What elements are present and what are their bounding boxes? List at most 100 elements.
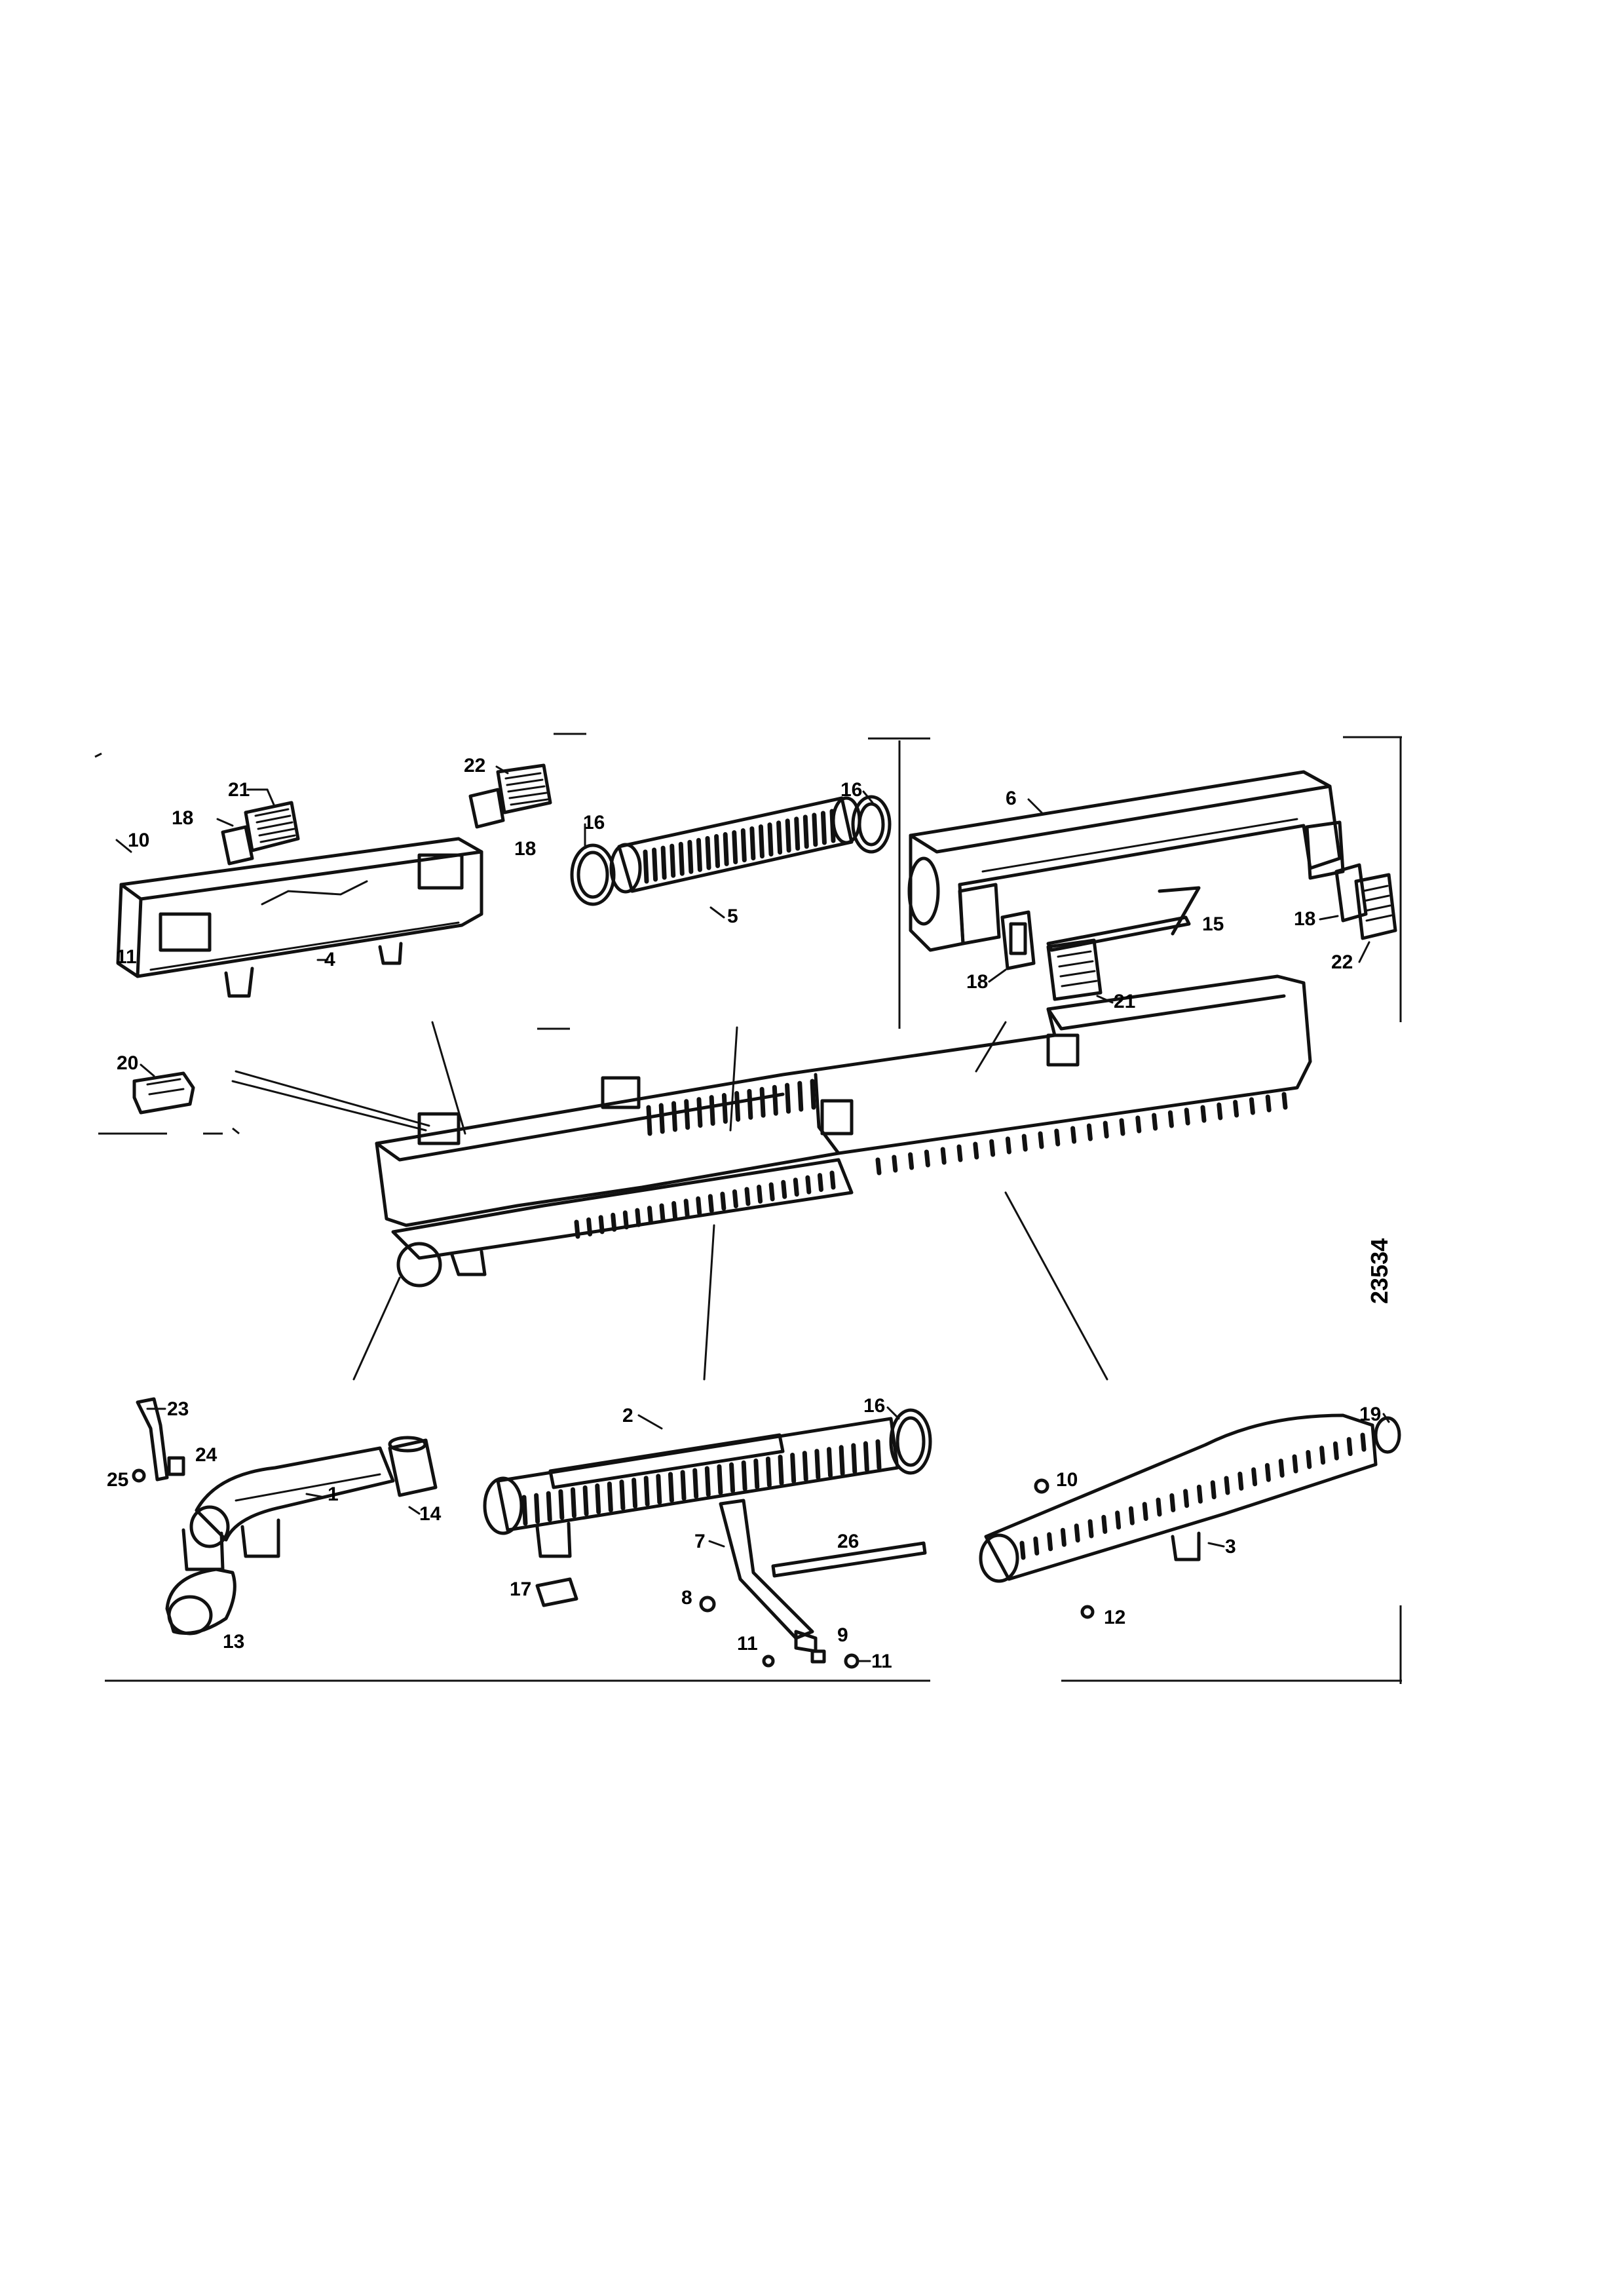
duct-slot (558, 1489, 565, 1520)
duct-slot (1319, 1445, 1326, 1465)
duct-slot (759, 1086, 766, 1118)
duct-slot (574, 1219, 580, 1239)
duct-slot (802, 1451, 808, 1482)
duct-slot (1224, 1476, 1230, 1495)
duct-slot (632, 1478, 638, 1509)
assembled-duct-unit (375, 974, 1312, 1288)
frame-lines (94, 733, 1402, 1684)
callout-15: 15 (1202, 913, 1224, 935)
duct-slot (1033, 1536, 1040, 1556)
duct-slot (768, 1182, 775, 1202)
callout-18c: 18 (1294, 908, 1315, 930)
duct-slot (812, 813, 818, 847)
duct-slot (1251, 1467, 1258, 1487)
callout-20: 20 (117, 1052, 138, 1074)
reference-number: 23534 (1366, 1238, 1393, 1304)
duct-slot (659, 1203, 666, 1223)
duct-slot (1217, 1102, 1223, 1120)
nut-part-9 (810, 1649, 826, 1664)
duct-slot (732, 830, 738, 864)
elbow-duct-part-1 (181, 1446, 395, 1571)
duct-slot (671, 1200, 678, 1220)
rod-part-23 (136, 1397, 169, 1482)
duct-slot (721, 1093, 728, 1124)
duct-slot (586, 1217, 593, 1236)
sleeve-part-14 (388, 1436, 438, 1497)
duct-slot (671, 1101, 677, 1132)
duct-slot (643, 849, 649, 884)
callout-12: 12 (1104, 1607, 1125, 1628)
duct-slot (749, 826, 756, 861)
duct-slot (740, 828, 747, 863)
callout-5: 5 (727, 906, 738, 927)
callout-13: 13 (223, 1631, 244, 1653)
callout-1: 1 (328, 1483, 339, 1505)
duct-slot (1200, 1105, 1207, 1123)
duct-slot (1332, 1441, 1339, 1461)
duct-slot (747, 1088, 753, 1120)
duct-slot (643, 1476, 650, 1507)
duct-slot (678, 841, 685, 876)
duct-slot (863, 1441, 869, 1472)
duct-slot (1306, 1449, 1312, 1469)
callout-21b: 21 (1114, 991, 1135, 1012)
duct-slot (668, 1472, 674, 1503)
grille-part-22-left (468, 763, 552, 829)
elbow-part-13 (165, 1567, 236, 1636)
duct-slot (794, 816, 801, 851)
ring-part-16-right (851, 795, 892, 854)
duct-slot (696, 1097, 703, 1128)
callout-24: 24 (195, 1444, 217, 1466)
duct-slot (1152, 1113, 1158, 1131)
callout-14: 14 (419, 1503, 442, 1525)
duct-slot (1156, 1497, 1162, 1517)
callout-11a: 11 (116, 946, 137, 968)
callout-18a: 18 (172, 807, 193, 829)
duct-slot (810, 1079, 816, 1110)
duct-slot (820, 811, 827, 845)
vent-part-17 (535, 1577, 578, 1607)
duct-slot (973, 1141, 979, 1160)
duct-slot (1101, 1514, 1108, 1534)
duct-slot (776, 820, 783, 855)
duct-slot (582, 1485, 589, 1516)
clip-part-10-bottom (1034, 1478, 1049, 1494)
duct-slot (1196, 1484, 1203, 1504)
callout-10a: 10 (128, 830, 149, 851)
screw-part-25 (132, 1468, 146, 1483)
callout-21a: 21 (228, 779, 250, 801)
callout-16b: 16 (840, 779, 862, 801)
duct-slot (1070, 1126, 1077, 1144)
duct-slot (817, 1173, 823, 1193)
ring-part-16-bottom (889, 1408, 932, 1475)
center-duct-part-2 (483, 1417, 899, 1558)
duct-slot (753, 1458, 760, 1489)
callout-3: 3 (1225, 1536, 1236, 1558)
duct-slot (741, 1460, 747, 1491)
duct-slot (1087, 1519, 1094, 1539)
duct-slot (670, 843, 676, 878)
callout-17: 17 (510, 1578, 531, 1600)
duct-slot (595, 1483, 601, 1514)
duct-slot (875, 1157, 882, 1176)
duct-slot (1038, 1131, 1044, 1149)
duct-slot (652, 847, 658, 882)
duct-slot (1019, 1540, 1026, 1560)
duct-slot (720, 1191, 727, 1211)
duct-slot (696, 837, 702, 872)
assembly-arrows (231, 1021, 1108, 1381)
grille-part-21-left (221, 801, 300, 866)
grille-part-21-right (1046, 938, 1103, 1001)
strip-part-15 (1046, 886, 1201, 952)
duct-slot (793, 1177, 799, 1197)
strap-part-26 (771, 1541, 927, 1578)
duct-slot (1086, 1123, 1093, 1141)
duct-slot (1249, 1097, 1255, 1115)
nut-part-8 (699, 1596, 716, 1613)
duct-slot (1281, 1092, 1288, 1110)
duct-slot (680, 1470, 687, 1501)
duct-slot (1060, 1527, 1067, 1547)
duct-slot (705, 835, 711, 870)
callout-16a: 16 (583, 812, 605, 833)
duct-slot (546, 1491, 552, 1522)
